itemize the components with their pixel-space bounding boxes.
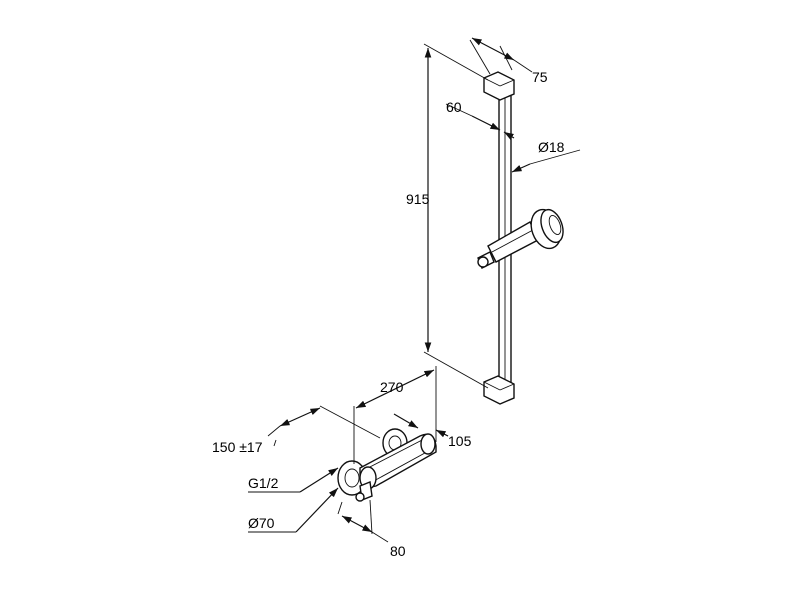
dim-wall-offset: 60 xyxy=(445,99,515,140)
shower-rail xyxy=(483,71,515,405)
label-rosette-diameter: Ø70 xyxy=(248,515,275,531)
dim-inlet-thread: G1/2 xyxy=(248,467,339,493)
label-mixer-width: 270 xyxy=(380,379,404,395)
thermostatic-mixer xyxy=(337,428,437,502)
label-rail-diameter: Ø18 xyxy=(538,139,565,155)
dim-rosette-depth: 80 xyxy=(337,499,406,559)
label-mixer-depth: 105 xyxy=(448,433,472,449)
dim-connection-spacing: 150 ±17 xyxy=(212,405,381,455)
dim-rail-diameter: Ø18 xyxy=(511,139,581,173)
label-head-offset: 75 xyxy=(532,69,548,85)
dim-rail-height: 915 xyxy=(406,43,489,389)
dim-head-offset: 75 xyxy=(469,37,548,85)
label-rosette-depth: 80 xyxy=(390,543,406,559)
hand-shower xyxy=(477,208,564,269)
label-inlet-thread: G1/2 xyxy=(248,475,279,491)
dim-mixer-width: 270 xyxy=(353,366,437,464)
label-wall-offset: 60 xyxy=(446,99,462,115)
dim-mixer-depth: 105 xyxy=(393,413,472,449)
label-connection-spacing: 150 ±17 xyxy=(212,439,263,455)
dim-rosette-diameter: Ø70 xyxy=(248,487,339,533)
label-rail-height: 915 xyxy=(406,191,430,207)
